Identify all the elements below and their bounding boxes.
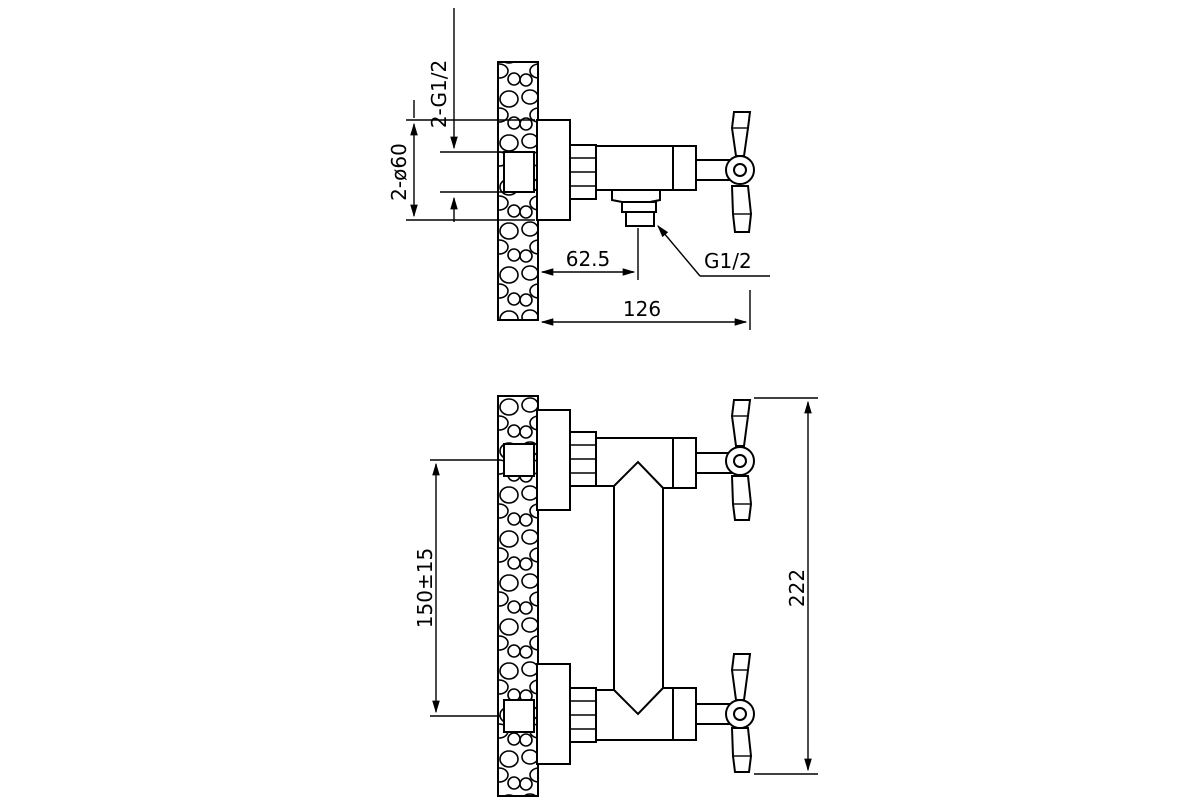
dim-total-height: 222 (785, 569, 809, 607)
top-view: 2-G1/2 2-ø60 62.5 126 G1/2 (387, 8, 770, 330)
valve-body-front (595, 437, 697, 741)
inlet-pipe-lower (503, 699, 535, 733)
dim-total-depth: 126 (623, 297, 661, 321)
inlet-pipe-upper (503, 443, 535, 477)
dim-inlet-thread: 2-G1/2 (427, 60, 451, 128)
outlet-nipple-top (611, 190, 661, 227)
inlet-pipe-top (503, 151, 535, 193)
dim-center-distance: 150±15 (413, 548, 437, 628)
cross-handle-top (725, 111, 755, 233)
cover-plate-lower (536, 663, 571, 765)
hex-nut-lower (569, 687, 597, 743)
front-view: 150±15 222 (413, 395, 818, 797)
cross-handle-upper (725, 399, 755, 521)
dim-outlet-offset: 62.5 (566, 247, 611, 271)
callout-outlet-thread: G1/2 (704, 249, 752, 273)
valve-body-top (595, 145, 697, 191)
cross-handle-lower (725, 653, 755, 773)
cover-plate-upper (536, 409, 571, 511)
hex-nut-upper (569, 431, 597, 487)
hex-nut-top (569, 144, 597, 200)
cover-plate-top (536, 119, 571, 221)
dim-cover-diameter: 2-ø60 (387, 143, 411, 201)
